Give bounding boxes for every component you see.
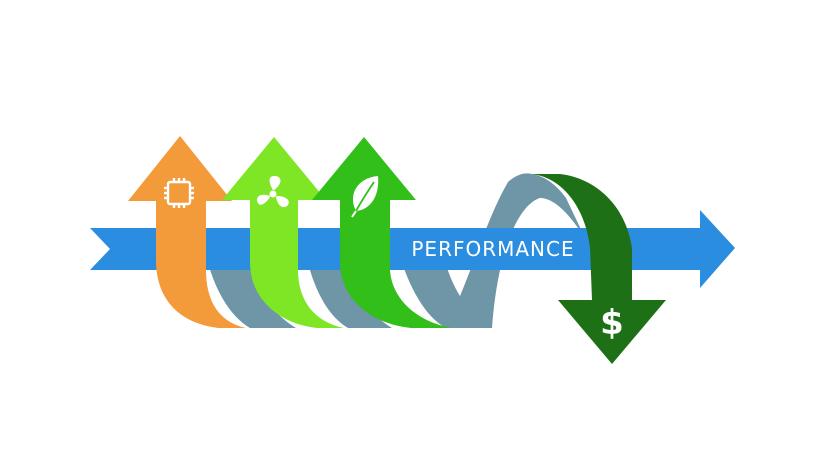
cost-arrow-body [532,174,666,364]
fan-arrow-body [222,137,332,328]
leaf-ribbon-front [340,250,452,328]
fan-icon [257,175,289,208]
performance-label: PERFORMANCE [411,237,574,261]
cost-arrow: $ [532,174,666,364]
leaf-icon [351,176,379,218]
cpu-ribbon-front [156,250,246,328]
fan-arrow [222,137,332,328]
leaf-arrow-body [312,137,426,328]
ribbon-back-arc [446,173,586,328]
cpu-arrow [128,136,240,328]
fan-ribbon-front [250,250,344,328]
leaf-arrow [312,137,426,328]
cpu-arrow-body [128,136,240,328]
dollar-icon: $ [600,303,624,343]
cpu-chip-icon [164,178,194,208]
ribbon-front-segments [156,250,452,328]
